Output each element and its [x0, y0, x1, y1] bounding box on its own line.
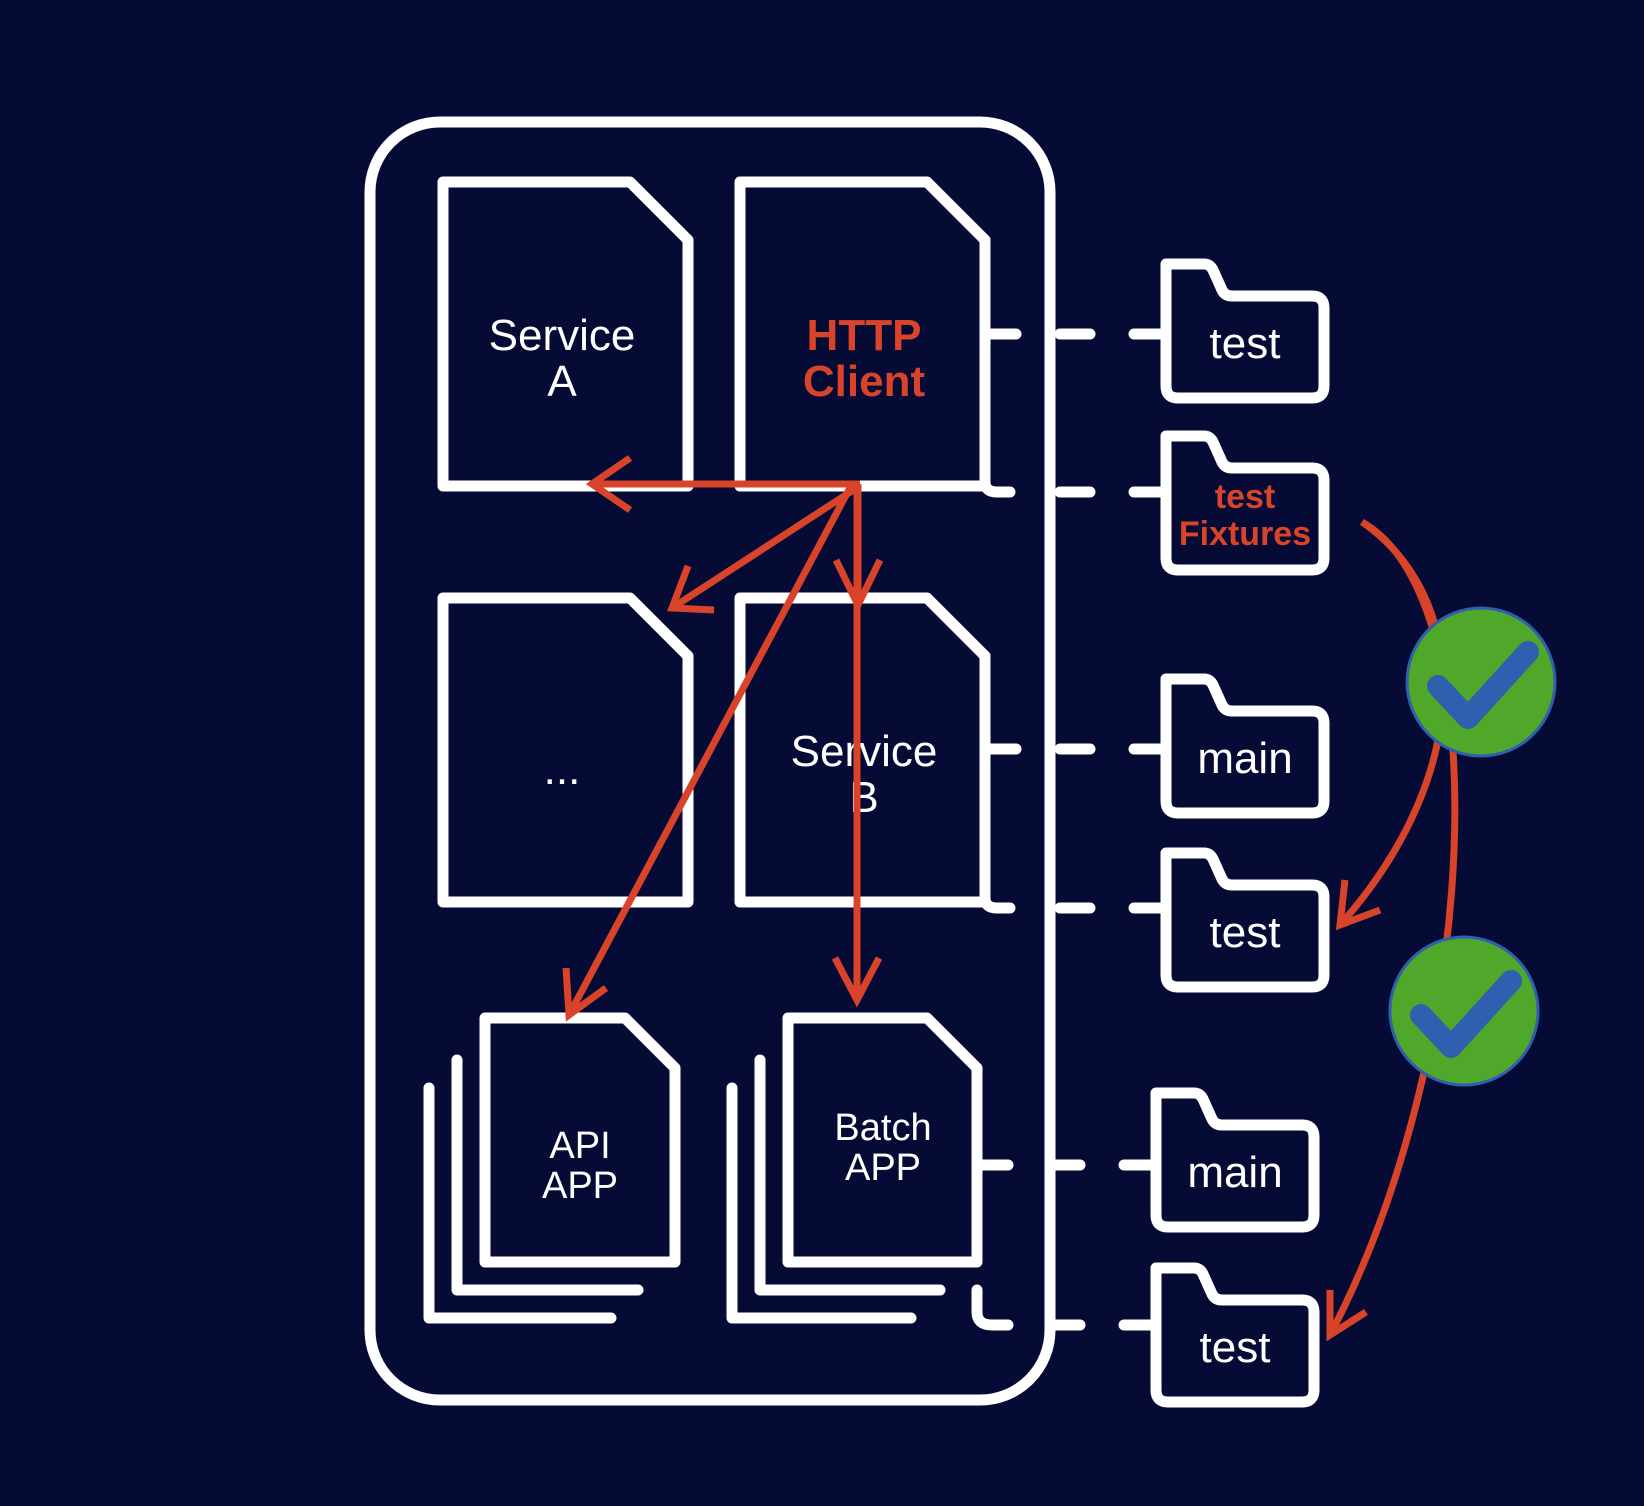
- check-badge-service-b-test: [1405, 606, 1557, 758]
- checkmark-icon: [1427, 641, 1539, 729]
- other-module: ...: [437, 592, 694, 908]
- service-a-module: Service A: [437, 176, 694, 492]
- other-module-label: ...: [544, 745, 581, 794]
- batch-app-label-line1: Batch: [834, 1107, 931, 1149]
- project-container: [364, 116, 1056, 1406]
- arrow-to-other-module: [670, 484, 860, 611]
- api-app-module: API APP: [423, 1012, 681, 1324]
- service-a-label-line1: Service: [489, 311, 636, 360]
- service-b-module: Service B: [734, 592, 991, 908]
- folder-batch-test-label: test: [1200, 1323, 1271, 1372]
- batch-app-label-line2: APP: [845, 1147, 921, 1189]
- folder-service-b-main: main: [1160, 673, 1330, 819]
- folder-http-test-label: test: [1210, 319, 1281, 368]
- api-app-label-line2: APP: [542, 1165, 618, 1207]
- folder-service-b-test: test: [1160, 847, 1330, 993]
- checkmark-icon: [1410, 970, 1522, 1058]
- folder-http-test: test: [1160, 258, 1330, 404]
- http-client-connectors: [979, 234, 1166, 498]
- folder-batch-main: main: [1150, 1087, 1320, 1233]
- http-client-module: HTTP Client: [734, 176, 991, 492]
- service-b-label-line1: Service: [791, 727, 938, 776]
- http-client-label-line1: HTTP: [807, 311, 922, 360]
- arrow-to-api-app: [565, 482, 856, 1017]
- batch-app-connectors: [971, 1159, 1156, 1331]
- check-badge-batch-test: [1388, 935, 1540, 1087]
- http-client-label-line2: Client: [803, 357, 926, 406]
- service-b-connectors: [979, 650, 1166, 914]
- service-a-label-line2: A: [547, 357, 577, 406]
- batch-app-module: Batch APP: [726, 1012, 983, 1324]
- arrow-fixtures-to-batch-test: [1326, 518, 1459, 1337]
- folder-service-b-test-label: test: [1210, 908, 1281, 957]
- http-client-dependency-arrows: [562, 455, 884, 1022]
- folder-http-test-fixtures: test Fixtures: [1160, 430, 1330, 576]
- folder-test-fixtures-label-line2: Fixtures: [1179, 515, 1311, 553]
- folder-test-fixtures-label-line1: test: [1215, 478, 1275, 516]
- folder-service-b-main-label: main: [1197, 734, 1292, 783]
- folder-batch-main-label: main: [1187, 1148, 1282, 1197]
- api-app-label-line1: API: [549, 1125, 610, 1167]
- folder-batch-test: test: [1150, 1262, 1320, 1408]
